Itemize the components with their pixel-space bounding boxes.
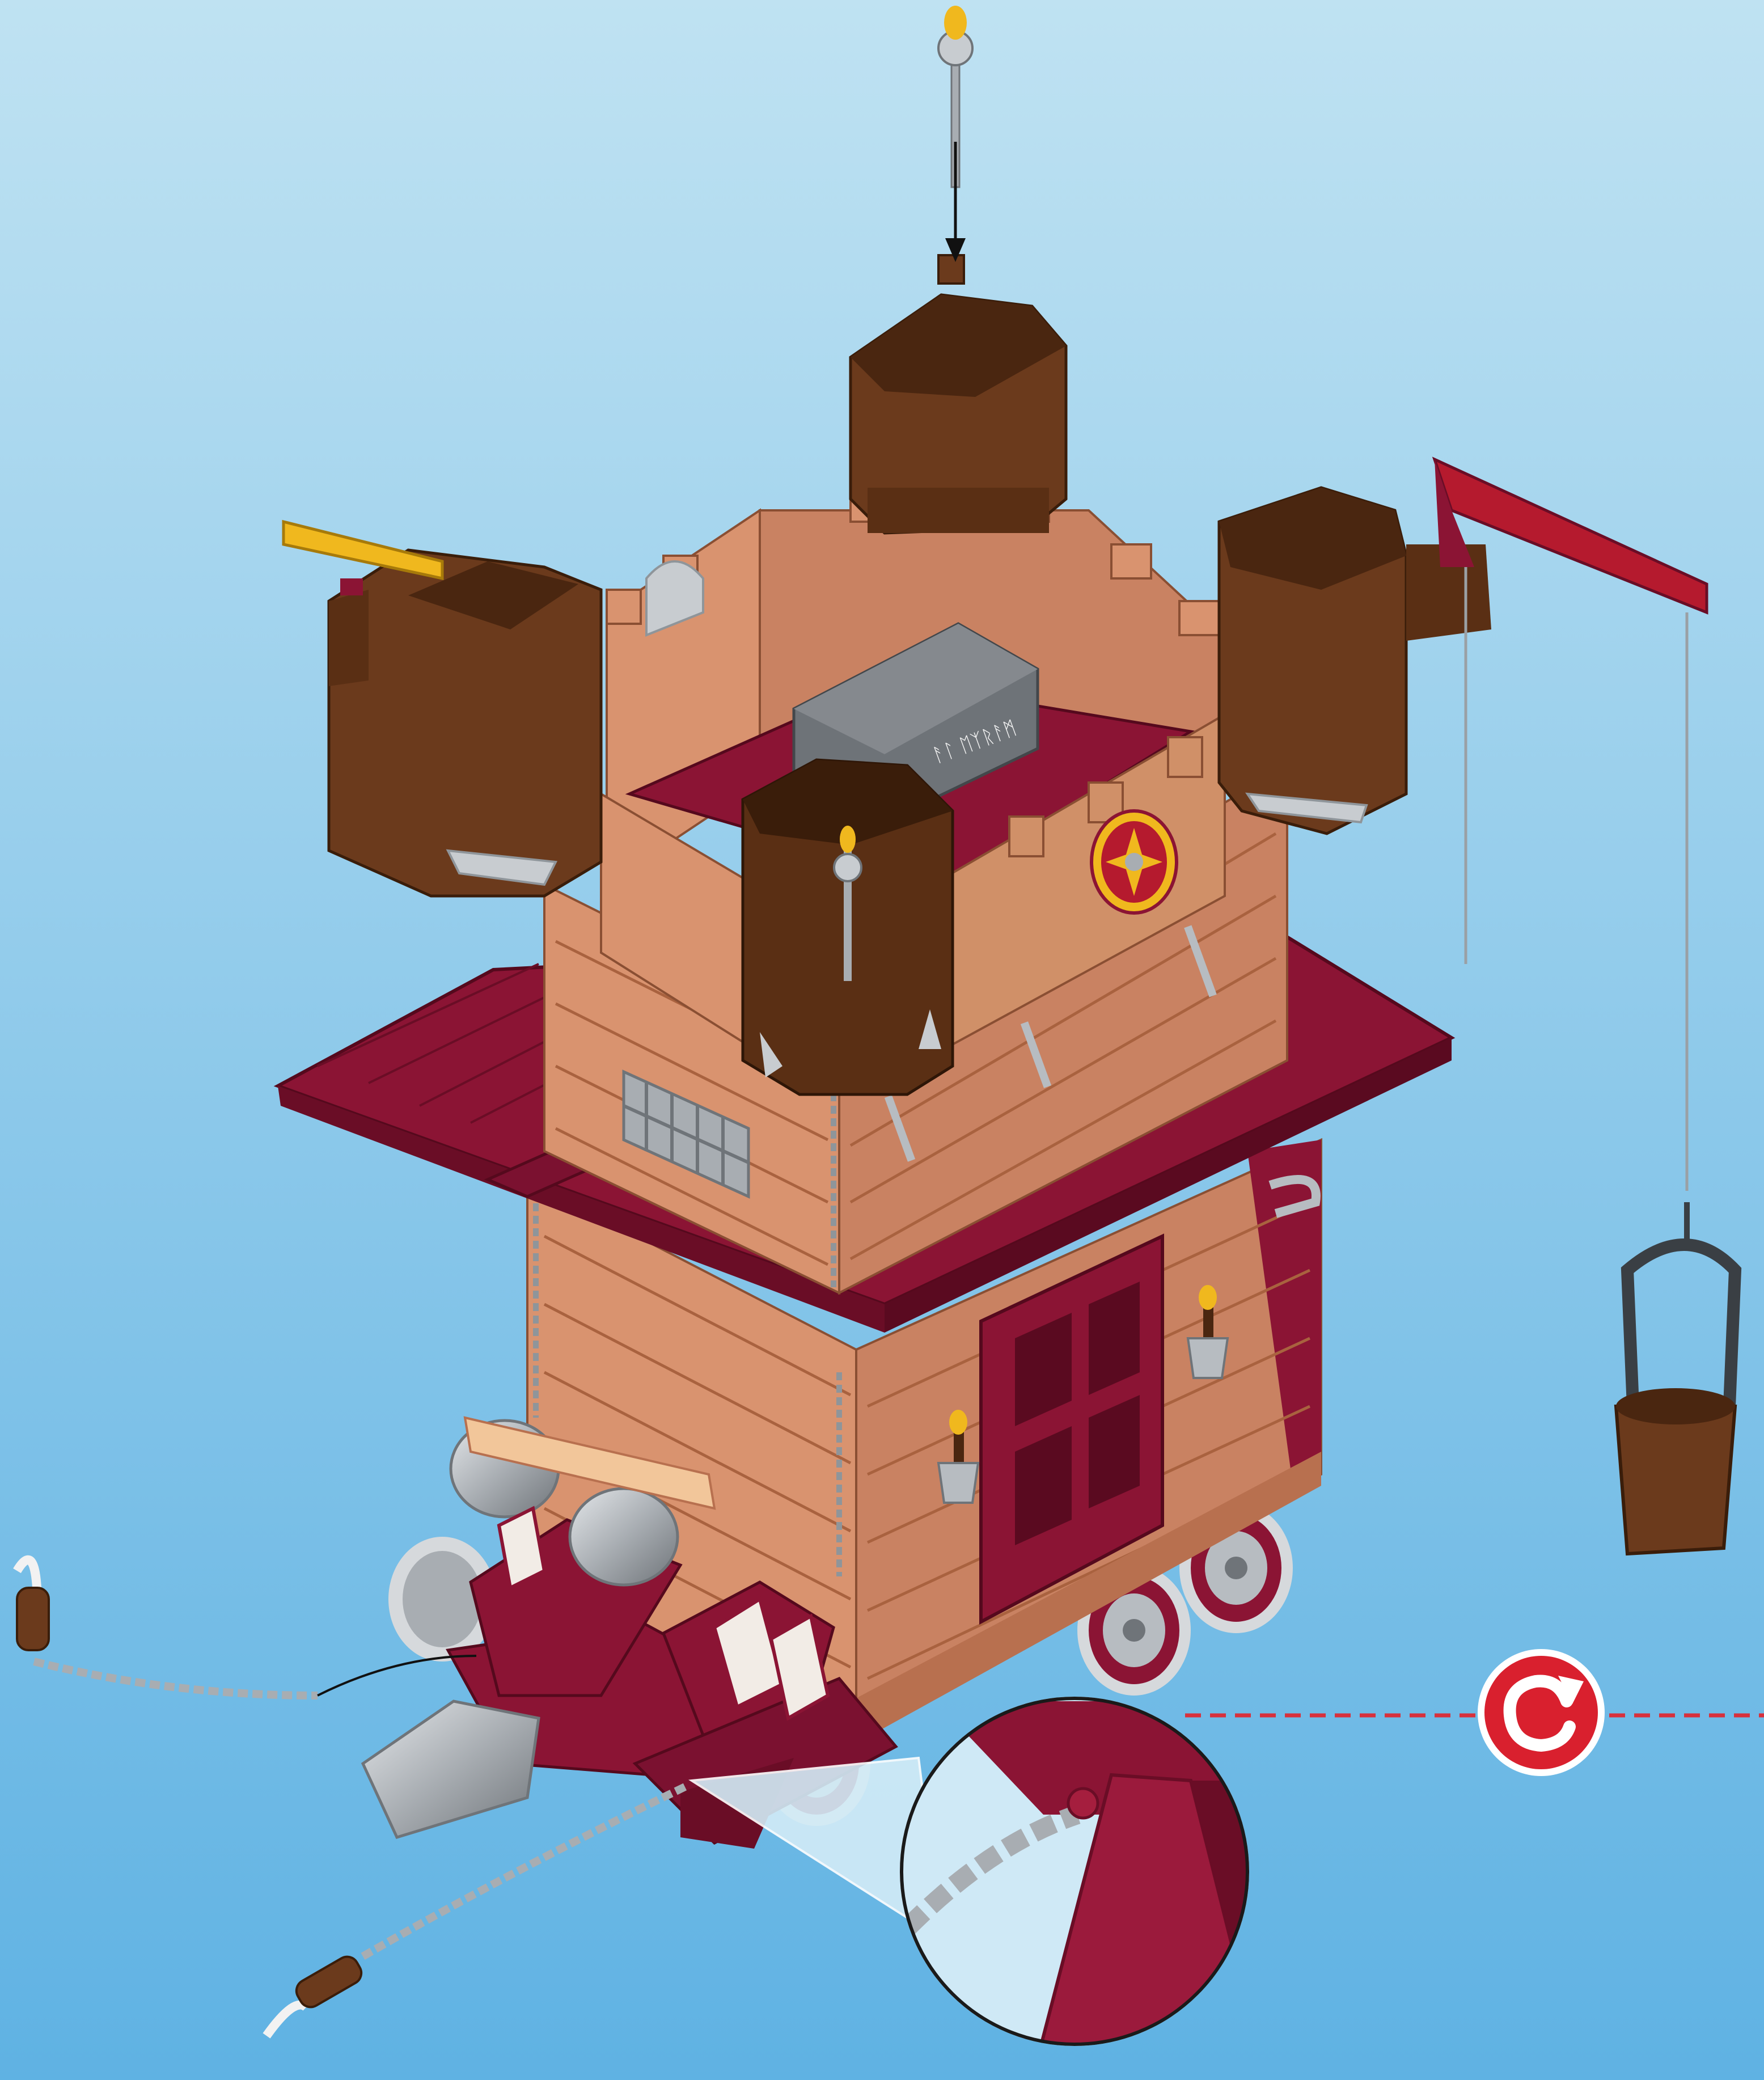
turret-spigot	[938, 255, 964, 284]
turret-front	[743, 760, 953, 1094]
turret-mount	[329, 590, 369, 686]
turret-left	[329, 550, 601, 896]
rotate-icon	[1478, 1649, 1605, 1776]
round-shield	[1092, 811, 1177, 913]
